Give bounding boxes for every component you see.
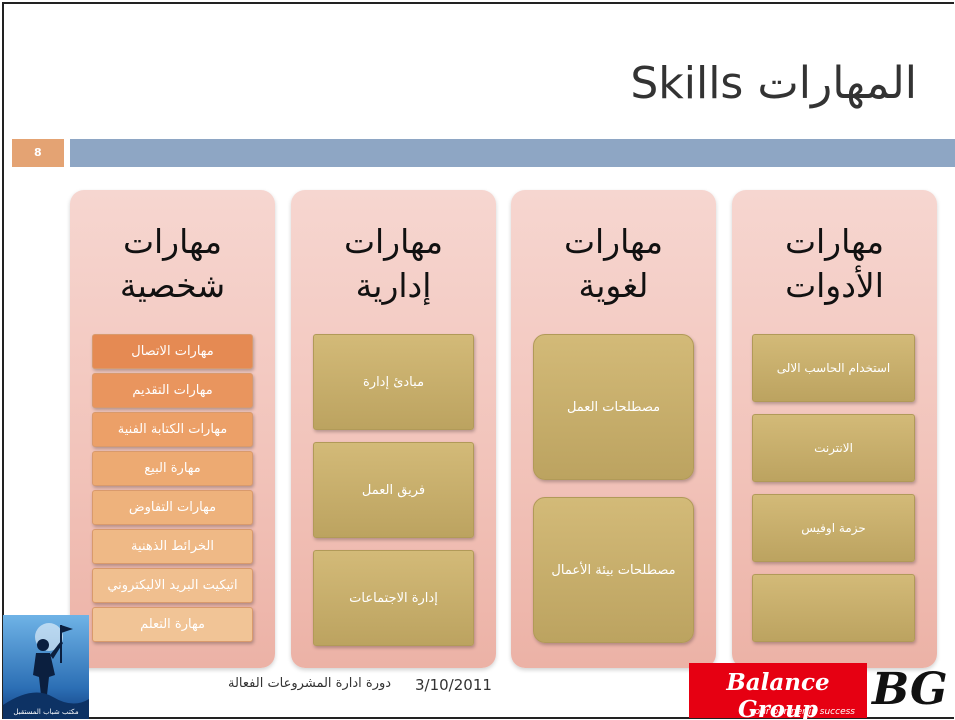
skill-item[interactable]: مصطلحات بيئة الأعمال [533,497,694,643]
column-heading-line1: مهارات [784,222,885,261]
future-youth-logo: مكتب شباب المستقبل [3,615,89,719]
column-heading-line2: إدارية [355,266,432,305]
skill-item[interactable]: إدارة الاجتماعات [313,550,474,646]
column-language-skills: مهارات لغوية مصطلحات العمل مصطلحات بيئة … [511,190,716,668]
column-heading: مهارات لغوية [511,220,716,308]
balance-group-logo: Balance Group your partner in success [689,663,867,720]
skill-item[interactable]: الانترنت [752,414,915,482]
skill-item[interactable]: اتيكيت البريد الاليكتروني [92,568,253,603]
footer-course: دورة ادارة المشروعات الفعالة [228,676,392,691]
title-bar [70,139,955,167]
column-heading: مهارات إدارية [291,220,496,308]
skill-item[interactable]: الخرائط الذهنية [92,529,253,564]
column-heading-line2: لغوية [578,266,649,305]
column-personal-skills: مهارات شخصية مهارات الاتصال مهارات التقد… [70,190,275,668]
skill-item[interactable]: مهارات الكتابة الفنية [92,412,253,447]
column-administrative-skills: مهارات إدارية مبادئ إدارة فريق العمل إدا… [291,190,496,668]
skill-item[interactable]: مهارة التعلم [92,607,253,642]
skill-item-empty[interactable] [752,574,915,642]
skill-item[interactable]: فريق العمل [313,442,474,538]
column-heading-line1: مهارات [563,222,664,261]
page-number: 8 [12,139,64,167]
skill-item[interactable]: استخدام الحاسب الالى [752,334,915,402]
column-heading: مهارات الأدوات [732,220,937,308]
slide-title: المهارات Skills [630,58,917,109]
brand-tagline: your partner in success [749,707,855,717]
column-heading-line1: مهارات [343,222,444,261]
brand-name: Balance Group [726,669,830,720]
skill-item[interactable]: حزمة اوفيس [752,494,915,562]
column-heading-line2: الأدوات [785,266,884,305]
climber-figure-icon [3,623,89,719]
column-heading-line2: شخصية [119,266,226,305]
skill-item[interactable]: مهارات التفاوض [92,490,253,525]
footer-date: 3/10/2011 [415,676,492,694]
logo-caption: مكتب شباب المستقبل [13,708,79,716]
skill-item[interactable]: مصطلحات العمل [533,334,694,480]
brand-monogram: BG [872,664,948,715]
column-heading-line1: مهارات [122,222,223,261]
skill-item[interactable]: مهارة البيع [92,451,253,486]
column-tools-skills: مهارات الأدوات استخدام الحاسب الالى الان… [732,190,937,668]
skill-item[interactable]: مهارات الاتصال [92,334,253,369]
column-heading: مهارات شخصية [70,220,275,308]
skill-item[interactable]: مهارات التقديم [92,373,253,408]
skill-item[interactable]: مبادئ إدارة [313,334,474,430]
